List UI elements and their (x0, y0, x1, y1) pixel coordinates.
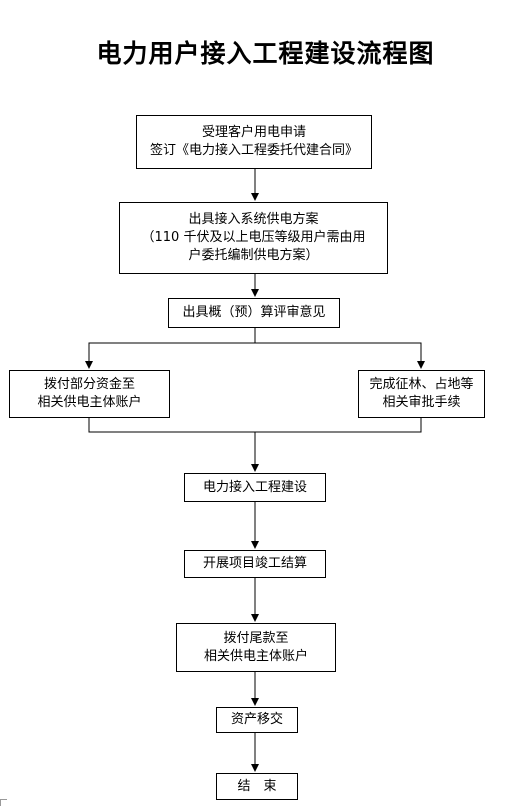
step-text-line: 出具接入系统供电方案 (188, 212, 319, 227)
step-text-line: 完成征林、占地等 (369, 377, 474, 392)
step-text-line: 签订《电力接入工程委托代建合同》 (149, 143, 358, 158)
step-text-line: 拨付部分资金至 (43, 377, 135, 392)
step-text-line: 相关供电主体账户 (203, 648, 308, 664)
step-text-line: 户委托编制供电方案） (188, 248, 319, 263)
step-text-line: 资产移交 (230, 712, 283, 727)
step-text-line: 受理客户用电申请 (201, 125, 306, 140)
step-construction: 电力接入工程建设 (184, 473, 326, 502)
step-accept-application: 受理客户用电申请 签订《电力接入工程委托代建合同》 (136, 115, 372, 169)
step-approval-procedures: 完成征林、占地等 相关审批手续 (358, 370, 485, 418)
page-corner-mark (0, 799, 7, 806)
step-text-line: 结 束 (237, 778, 277, 794)
split-connector (85, 328, 256, 369)
step-text-line: 出具概（预）算评审意见 (182, 305, 326, 320)
step-text-line: （110 千伏及以上电压等级用户需由用 (141, 230, 366, 245)
step-text-line: 电力接入工程建设 (202, 479, 307, 495)
step-budget-review: 出具概（预）算评审意见 (168, 298, 340, 328)
step-issue-supply-plan: 出具接入系统供电方案 （110 千伏及以上电压等级用户需由用 户委托编制供电方案… (119, 202, 388, 274)
diagram-title: 电力用户接入工程建设流程图 (96, 39, 435, 68)
split-connector-right (255, 342, 425, 369)
step-final-payment: 拨付尾款至 相关供电主体账户 (176, 623, 336, 672)
step-end: 结 束 (216, 773, 298, 800)
step-text-line: 相关审批手续 (382, 395, 461, 410)
step-text-line: 拨付尾款至 (223, 630, 289, 646)
step-asset-transfer: 资产移交 (216, 707, 298, 733)
step-text-line: 相关供电主体账户 (37, 395, 142, 410)
step-text-line: 开展项目竣工结算 (202, 556, 307, 571)
step-partial-payment: 拨付部分资金至 相关供电主体账户 (9, 370, 170, 418)
merge-connector (88, 418, 422, 433)
step-completion-settlement: 开展项目竣工结算 (184, 550, 326, 578)
